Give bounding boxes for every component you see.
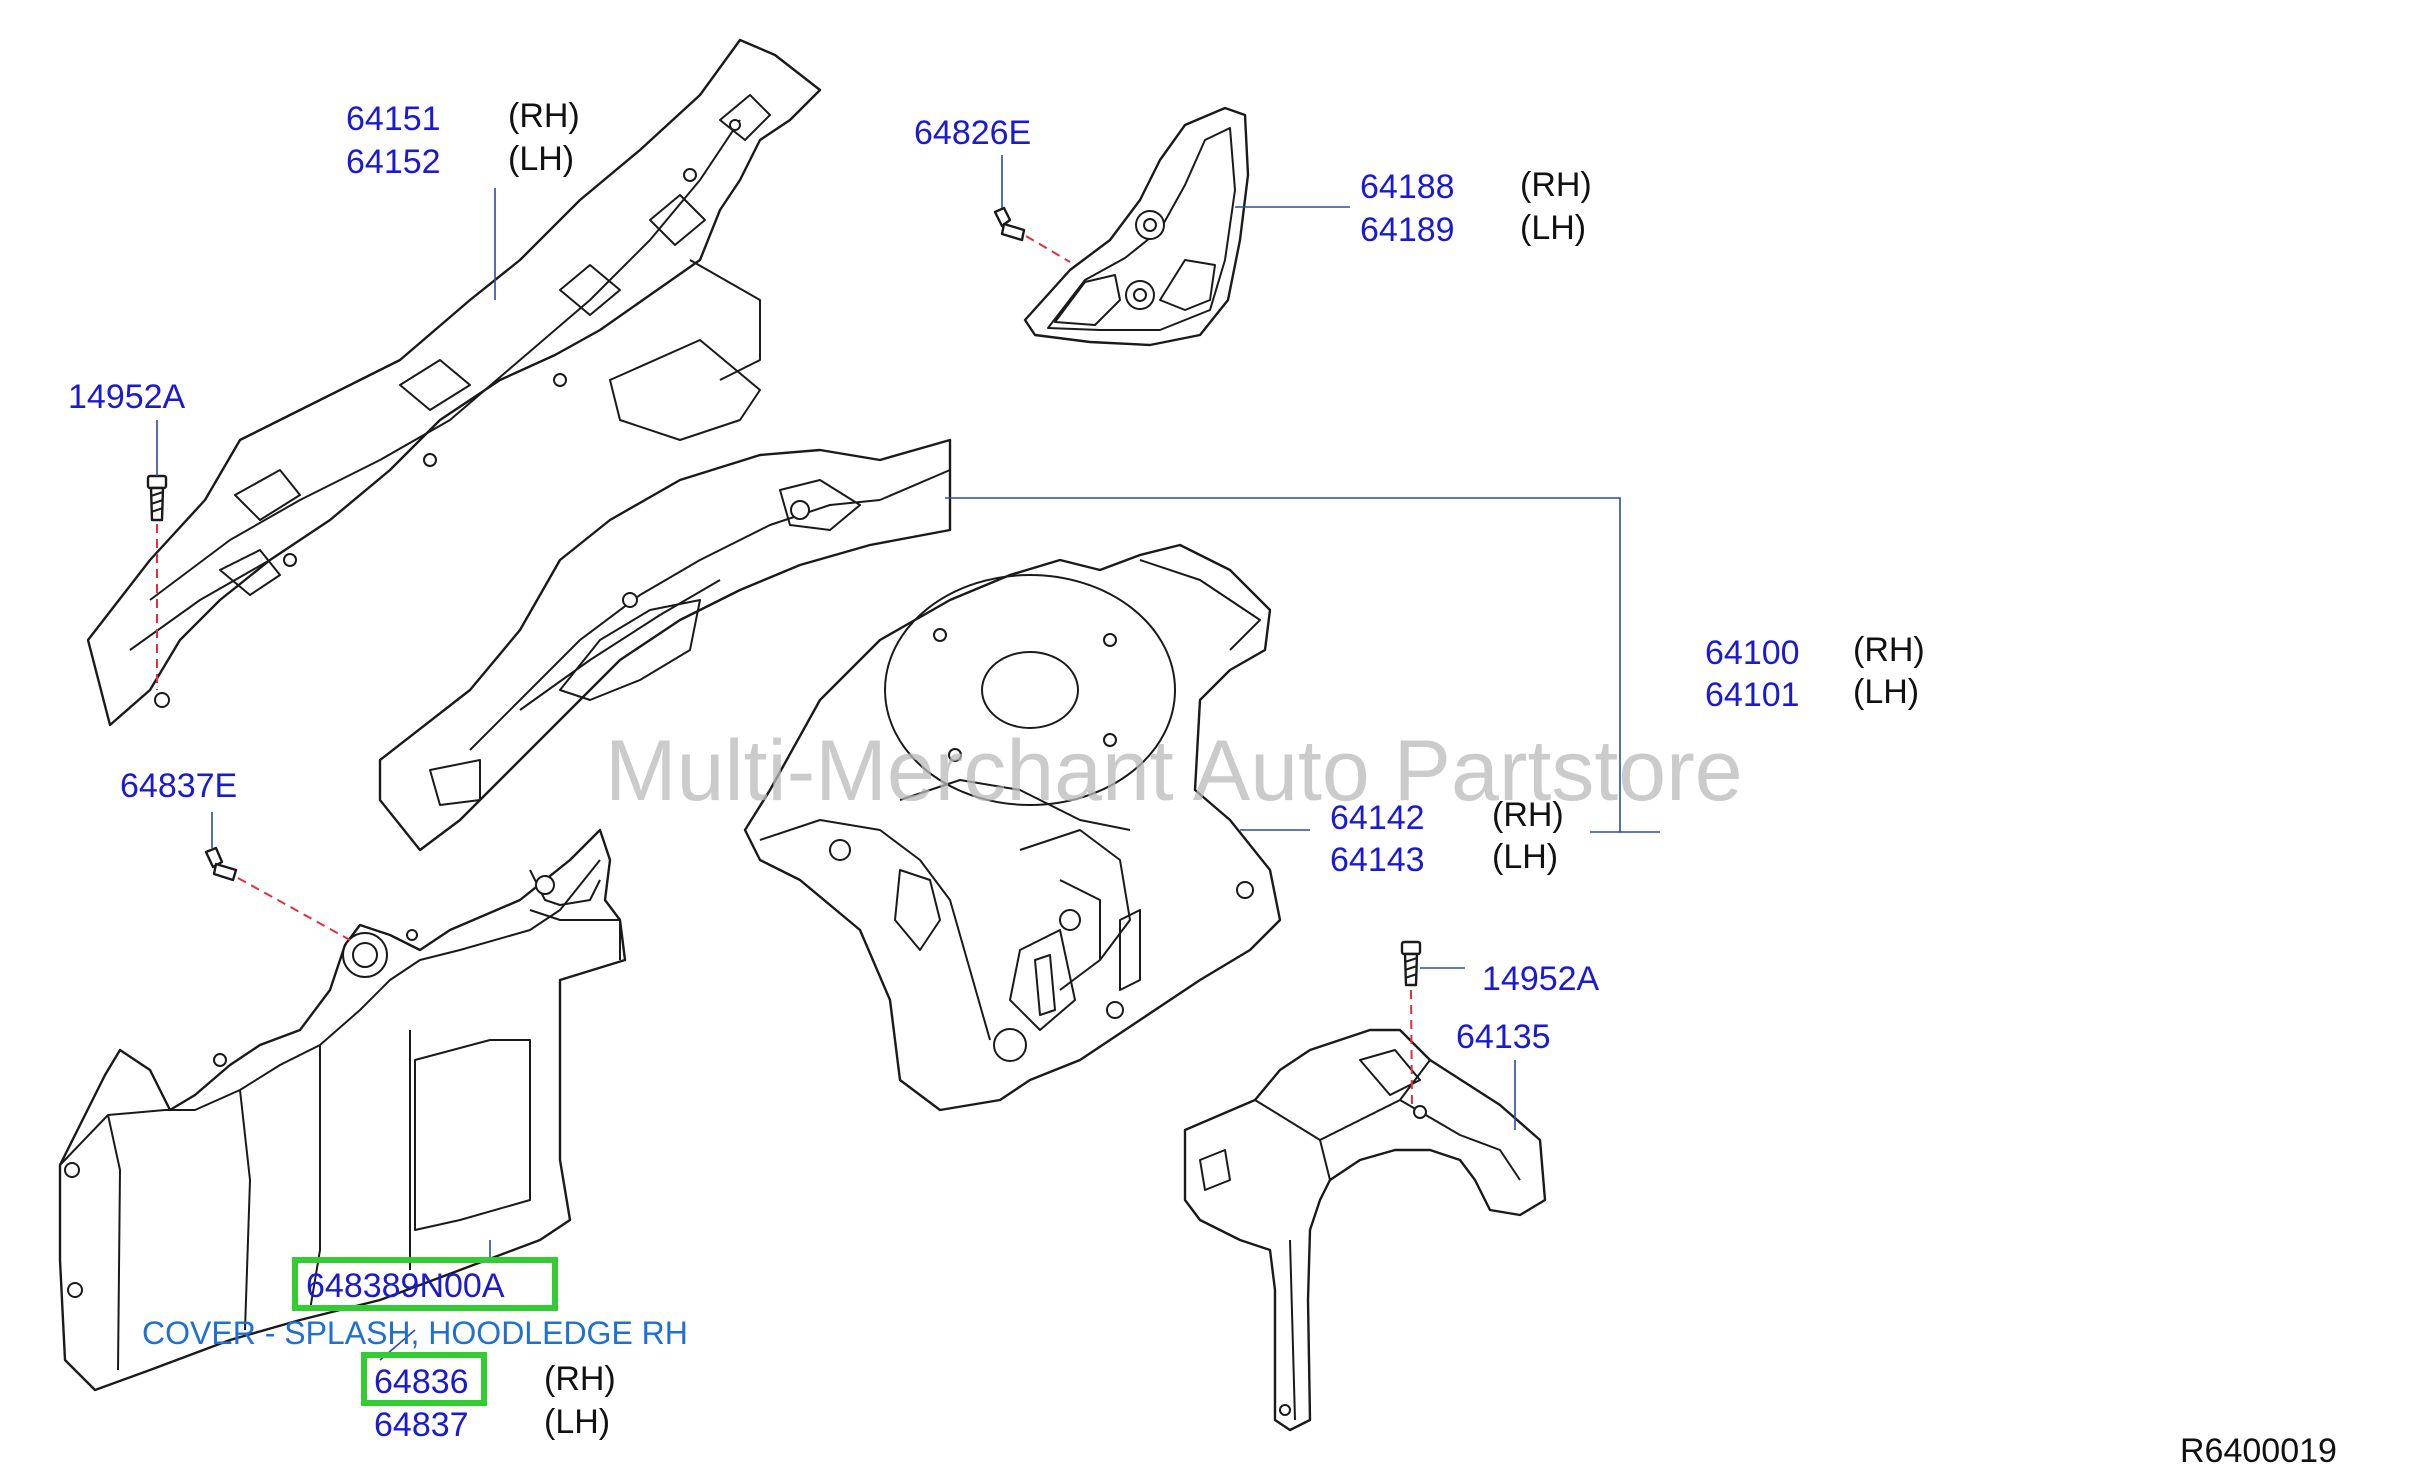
callout-64837E[interactable]: 64837E — [120, 767, 237, 805]
bolt-14952A-right[interactable] — [1400, 940, 1422, 987]
part-64836-splash-cover[interactable] — [58, 828, 627, 1392]
part-64135-bracket[interactable] — [1183, 1028, 1547, 1432]
callout-64101[interactable]: 64101 — [1705, 676, 1800, 714]
bolt-14952A-top[interactable] — [146, 474, 168, 522]
install-line-14952A-right — [1410, 989, 1413, 1109]
part-64100-apron[interactable] — [378, 438, 952, 852]
description-648389N00A: COVER - SPLASH, HOODLEDGE RH — [142, 1315, 688, 1351]
watermark: Multi-Merchant Auto Partstore — [605, 723, 1743, 819]
side-lh-64101: (LH) — [1853, 673, 1919, 711]
side-lh-64837: (LH) — [544, 1403, 610, 1441]
side-rh-64100: (RH) — [1853, 631, 1925, 669]
side-lh-64152: (LH) — [508, 140, 574, 178]
callout-648389N00A[interactable]: 648389N00A — [306, 1267, 505, 1305]
side-rh-64142: (RH) — [1492, 796, 1564, 834]
part-64142-strut-housing[interactable] — [743, 543, 1282, 1112]
leader-64100 — [945, 497, 1660, 833]
callout-64836[interactable]: 64836 — [374, 1363, 469, 1401]
install-line-64826E — [1025, 235, 1071, 263]
callout-64826E[interactable]: 64826E — [914, 114, 1031, 152]
side-rh-64151: (RH) — [508, 97, 580, 135]
highlight-64836 — [361, 1352, 487, 1406]
diagram-code: R6400019 — [2180, 1432, 2337, 1470]
callout-64189[interactable]: 64189 — [1360, 211, 1455, 249]
callout-14952A-right[interactable]: 14952A — [1482, 960, 1600, 998]
callout-64142[interactable]: 64142 — [1330, 799, 1425, 837]
side-rh-64836: (RH) — [544, 1360, 616, 1398]
side-rh-64188: (RH) — [1520, 166, 1592, 204]
screw-64826E[interactable] — [993, 206, 1026, 242]
side-lh-64189: (LH) — [1520, 209, 1586, 247]
install-line-64837E — [237, 877, 351, 941]
callout-64135[interactable]: 64135 — [1456, 1018, 1551, 1056]
callout-64100[interactable]: 64100 — [1705, 634, 1800, 672]
part-64151-rail[interactable] — [86, 38, 822, 727]
callout-64188[interactable]: 64188 — [1360, 168, 1455, 206]
callout-64143[interactable]: 64143 — [1330, 841, 1425, 879]
highlight-648389N00A — [292, 1257, 558, 1311]
callout-64837[interactable]: 64837 — [374, 1406, 469, 1444]
callout-64151[interactable]: 64151 — [346, 100, 441, 138]
callout-14952A-top[interactable]: 14952A — [68, 378, 186, 416]
callout-64152[interactable]: 64152 — [346, 143, 441, 181]
side-lh-64143: (LH) — [1492, 838, 1558, 876]
part-64188-bracket[interactable] — [1023, 106, 1250, 347]
screw-64837E[interactable] — [204, 846, 238, 882]
